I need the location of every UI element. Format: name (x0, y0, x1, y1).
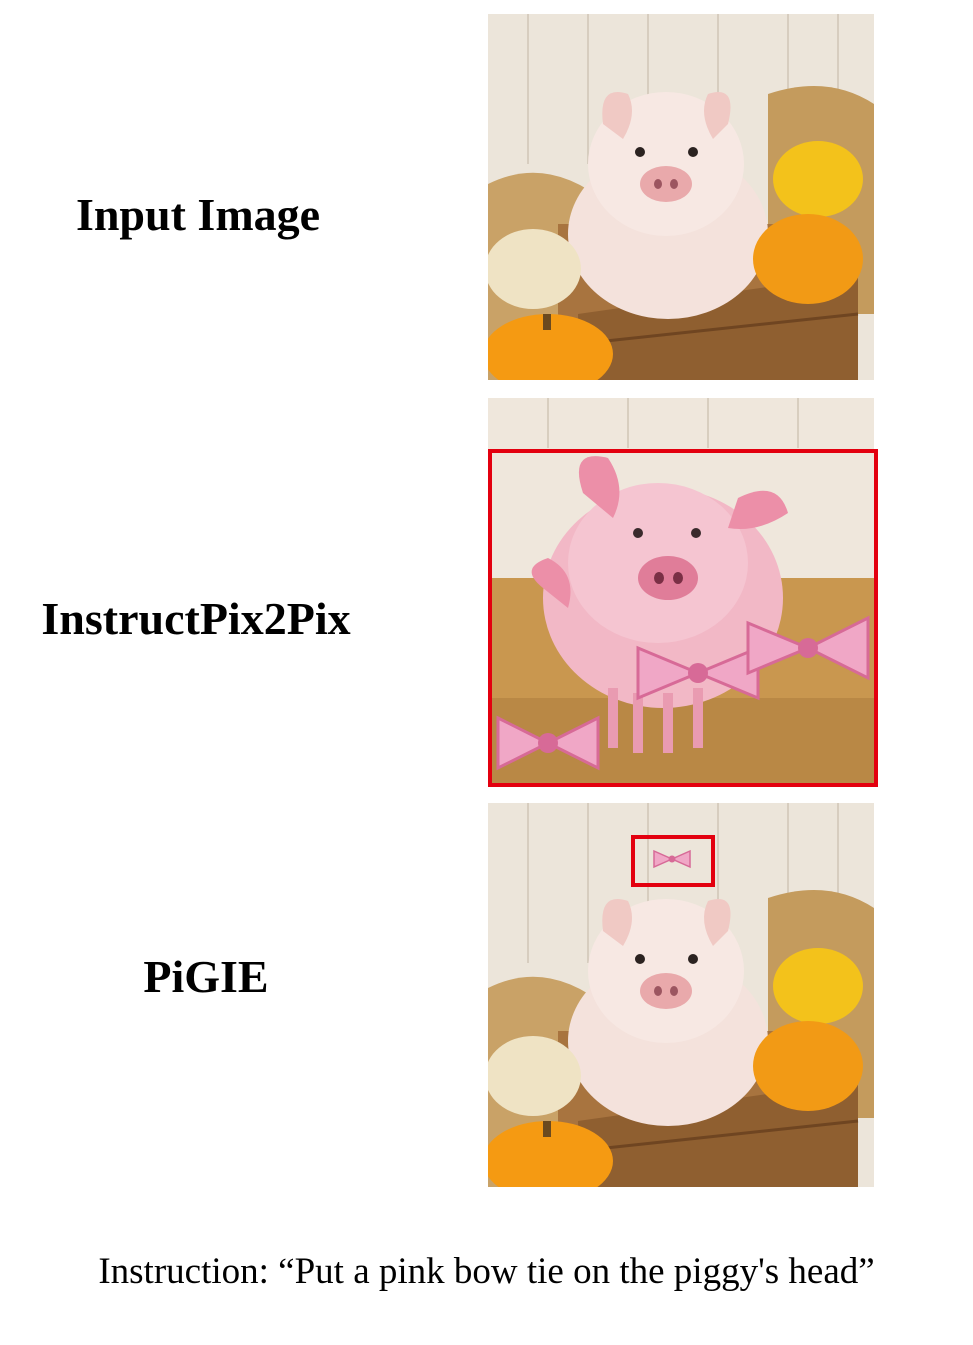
instruction-caption: Instruction: “Put a pink bow tie on the … (98, 1251, 875, 1292)
row-label-instructpix2pix: InstructPix2Pix (41, 593, 351, 644)
instructpix2pix-pig-image (488, 398, 874, 784)
row-label-input-image: Input Image (75, 189, 321, 240)
pigie-output-panel (488, 803, 874, 1187)
input-image-panel (488, 14, 874, 380)
input-pig-image (488, 14, 874, 380)
row-label-pigie: PiGIE (143, 951, 269, 1002)
pigie-highlight-box (631, 835, 715, 887)
instructpix2pix-output-panel (488, 398, 874, 784)
pigie-pig-image (488, 803, 874, 1187)
instructpix2pix-highlight-box (488, 449, 878, 787)
